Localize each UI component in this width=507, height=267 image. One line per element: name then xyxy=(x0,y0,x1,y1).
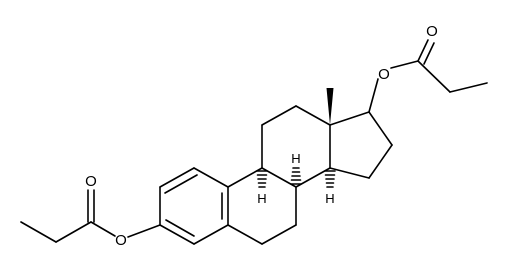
atom-label-h-9: H xyxy=(257,191,266,206)
ring-d xyxy=(329,111,393,179)
methyl-wedge-c13 xyxy=(326,88,334,125)
atom-label-o-carbonyl-17: O xyxy=(426,23,438,40)
atom-label-o-ester-17: O xyxy=(378,66,390,83)
atom-label-o-carbonyl-3: O xyxy=(85,173,97,190)
atom-label-h-8: H xyxy=(291,151,300,166)
hash-bond-h14 xyxy=(324,170,336,188)
ester-17-bonds xyxy=(368,39,488,113)
ester-3-bonds xyxy=(20,189,161,243)
atom-label-h-14: H xyxy=(325,191,334,206)
ring-a-aromatic xyxy=(159,167,229,245)
hash-bond-h9 xyxy=(256,170,268,188)
atom-label-o-ester-3: O xyxy=(115,232,127,249)
hash-bond-h8 xyxy=(290,167,302,185)
ring-c xyxy=(261,105,331,188)
